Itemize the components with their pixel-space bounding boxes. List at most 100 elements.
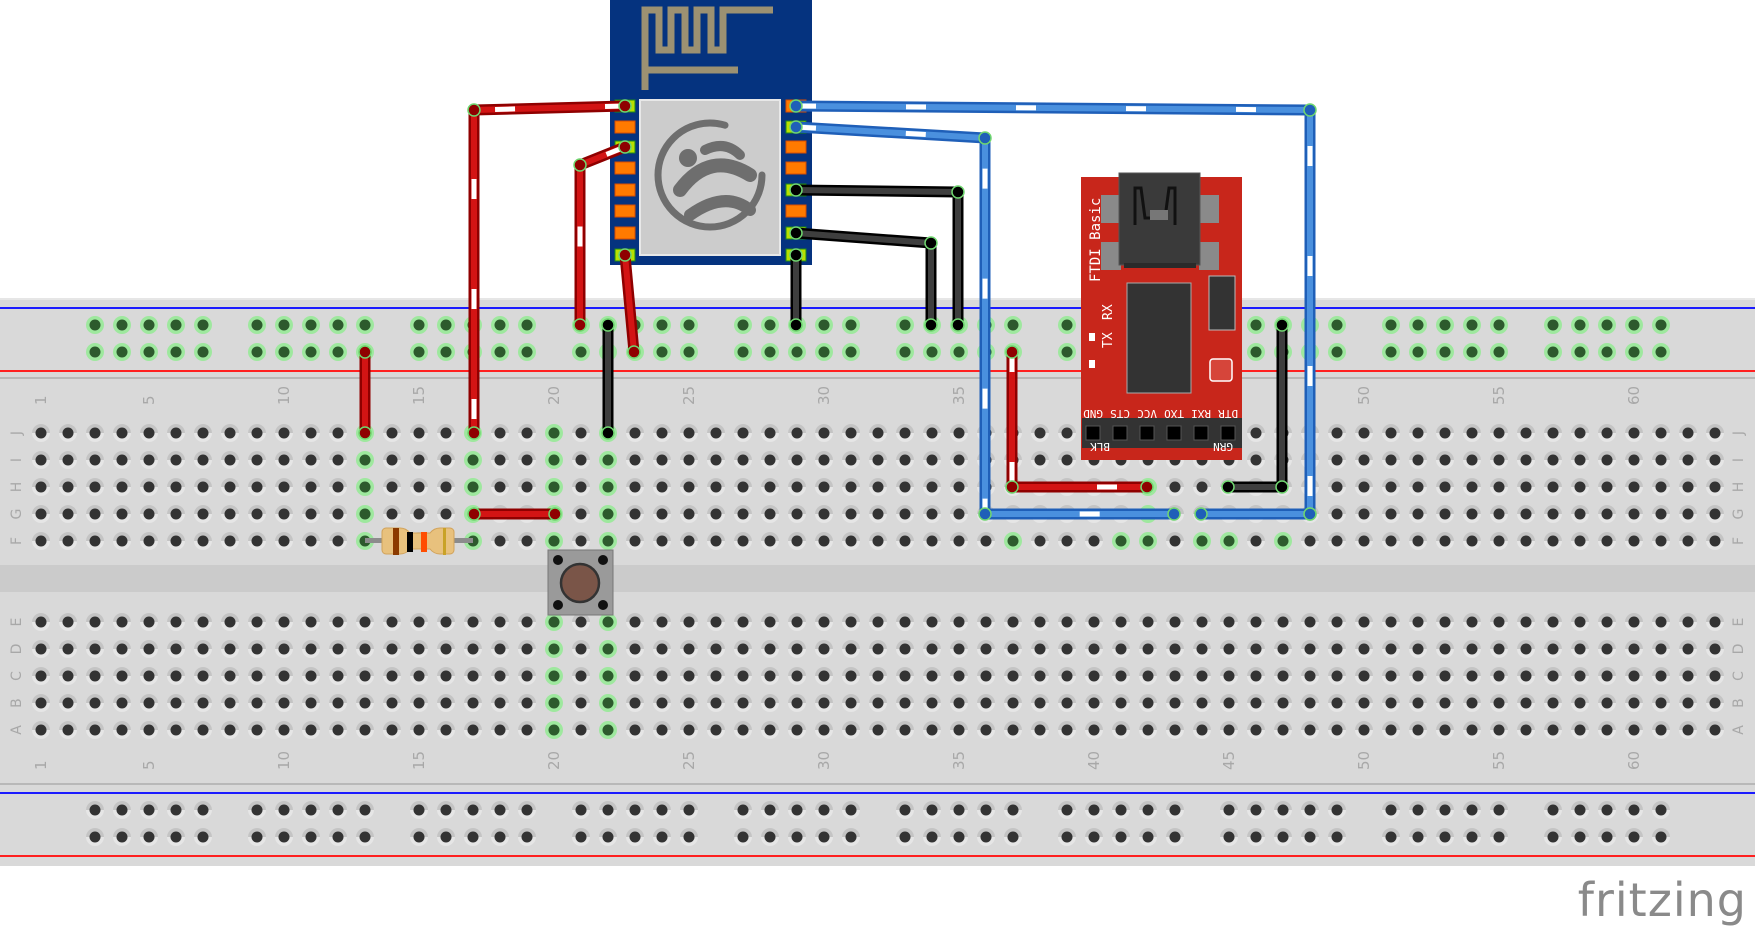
breadboard-hole[interactable] xyxy=(950,424,968,442)
breadboard-hole[interactable] xyxy=(275,640,293,658)
breadboard-hole[interactable] xyxy=(734,532,752,550)
breadboard-hole[interactable] xyxy=(950,505,968,523)
breadboard-hole[interactable] xyxy=(1463,721,1481,739)
breadboard-hole[interactable] xyxy=(221,613,239,631)
wire-blue[interactable] xyxy=(1194,507,1317,521)
breadboard-hole[interactable] xyxy=(1652,451,1670,469)
breadboard-hole[interactable] xyxy=(59,694,77,712)
breadboard-hole[interactable] xyxy=(1274,532,1292,550)
breadboard-hole[interactable] xyxy=(1328,532,1346,550)
breadboard-hole[interactable] xyxy=(1220,613,1238,631)
breadboard-hole[interactable] xyxy=(680,694,698,712)
breadboard-hole[interactable] xyxy=(653,532,671,550)
breadboard-hole[interactable] xyxy=(59,721,77,739)
breadboard-hole[interactable] xyxy=(815,801,833,819)
breadboard-hole[interactable] xyxy=(1598,451,1616,469)
wire-endpoint[interactable] xyxy=(358,426,372,440)
breadboard-hole[interactable] xyxy=(1706,613,1724,631)
breadboard-hole[interactable] xyxy=(1274,667,1292,685)
breadboard-hole[interactable] xyxy=(1409,721,1427,739)
breadboard-hole[interactable] xyxy=(1247,613,1265,631)
breadboard-hole[interactable] xyxy=(788,424,806,442)
breadboard-hole[interactable] xyxy=(1463,343,1481,361)
breadboard-hole[interactable] xyxy=(275,424,293,442)
breadboard-hole[interactable] xyxy=(302,343,320,361)
breadboard-hole[interactable] xyxy=(491,613,509,631)
breadboard-hole[interactable] xyxy=(815,505,833,523)
ftdi-pin[interactable] xyxy=(1139,425,1155,441)
breadboard-hole[interactable] xyxy=(977,667,995,685)
breadboard-hole[interactable] xyxy=(1328,451,1346,469)
breadboard-hole[interactable] xyxy=(221,640,239,658)
breadboard-hole[interactable] xyxy=(1328,640,1346,658)
breadboard-hole[interactable] xyxy=(1031,613,1049,631)
breadboard-hole[interactable] xyxy=(302,505,320,523)
breadboard-hole[interactable] xyxy=(1463,640,1481,658)
breadboard-hole[interactable] xyxy=(1058,532,1076,550)
breadboard-hole[interactable] xyxy=(329,316,347,334)
breadboard-hole[interactable] xyxy=(599,478,617,496)
breadboard-hole[interactable] xyxy=(167,640,185,658)
breadboard-hole[interactable] xyxy=(626,451,644,469)
breadboard-hole[interactable] xyxy=(1463,424,1481,442)
breadboard-hole[interactable] xyxy=(599,505,617,523)
breadboard-hole[interactable] xyxy=(1598,801,1616,819)
breadboard-hole[interactable] xyxy=(491,451,509,469)
breadboard-hole[interactable] xyxy=(1220,640,1238,658)
breadboard-hole[interactable] xyxy=(815,721,833,739)
pushbutton[interactable] xyxy=(547,549,614,616)
breadboard-hole[interactable] xyxy=(923,694,941,712)
breadboard-hole[interactable] xyxy=(86,613,104,631)
breadboard-hole[interactable] xyxy=(32,613,50,631)
breadboard-hole[interactable] xyxy=(410,424,428,442)
breadboard-hole[interactable] xyxy=(896,801,914,819)
wire-endpoint[interactable] xyxy=(601,426,615,440)
breadboard-hole[interactable] xyxy=(383,505,401,523)
breadboard-hole[interactable] xyxy=(1058,721,1076,739)
breadboard-hole[interactable] xyxy=(707,667,725,685)
breadboard-hole[interactable] xyxy=(842,343,860,361)
breadboard-hole[interactable] xyxy=(761,613,779,631)
breadboard-hole[interactable] xyxy=(1706,667,1724,685)
breadboard-hole[interactable] xyxy=(923,721,941,739)
breadboard-hole[interactable] xyxy=(410,505,428,523)
breadboard-hole[interactable] xyxy=(248,721,266,739)
breadboard-hole[interactable] xyxy=(545,451,563,469)
breadboard-hole[interactable] xyxy=(815,424,833,442)
breadboard-hole[interactable] xyxy=(113,451,131,469)
breadboard-hole[interactable] xyxy=(896,694,914,712)
breadboard-hole[interactable] xyxy=(275,721,293,739)
breadboard-hole[interactable] xyxy=(356,721,374,739)
breadboard-hole[interactable] xyxy=(1004,721,1022,739)
breadboard-hole[interactable] xyxy=(1490,801,1508,819)
breadboard-hole[interactable] xyxy=(977,828,995,846)
breadboard-hole[interactable] xyxy=(1679,640,1697,658)
wire-endpoint[interactable] xyxy=(548,507,562,521)
breadboard-hole[interactable] xyxy=(761,478,779,496)
breadboard-hole[interactable] xyxy=(518,316,536,334)
breadboard-hole[interactable] xyxy=(815,343,833,361)
breadboard-hole[interactable] xyxy=(680,721,698,739)
breadboard-hole[interactable] xyxy=(1355,613,1373,631)
breadboard-hole[interactable] xyxy=(1490,613,1508,631)
breadboard-hole[interactable] xyxy=(167,828,185,846)
breadboard-hole[interactable] xyxy=(626,694,644,712)
breadboard-hole[interactable] xyxy=(383,694,401,712)
breadboard-hole[interactable] xyxy=(1004,828,1022,846)
breadboard-hole[interactable] xyxy=(1166,694,1184,712)
breadboard-hole[interactable] xyxy=(302,613,320,631)
breadboard-hole[interactable] xyxy=(1166,721,1184,739)
breadboard-hole[interactable] xyxy=(1652,640,1670,658)
breadboard-hole[interactable] xyxy=(167,505,185,523)
breadboard-hole[interactable] xyxy=(1463,613,1481,631)
breadboard-hole[interactable] xyxy=(788,640,806,658)
breadboard-hole[interactable] xyxy=(329,694,347,712)
breadboard-hole[interactable] xyxy=(248,424,266,442)
breadboard-hole[interactable] xyxy=(437,505,455,523)
breadboard-hole[interactable] xyxy=(329,451,347,469)
breadboard-hole[interactable] xyxy=(383,451,401,469)
breadboard-hole[interactable] xyxy=(815,316,833,334)
breadboard-hole[interactable] xyxy=(518,343,536,361)
breadboard-hole[interactable] xyxy=(383,613,401,631)
breadboard-hole[interactable] xyxy=(1490,721,1508,739)
